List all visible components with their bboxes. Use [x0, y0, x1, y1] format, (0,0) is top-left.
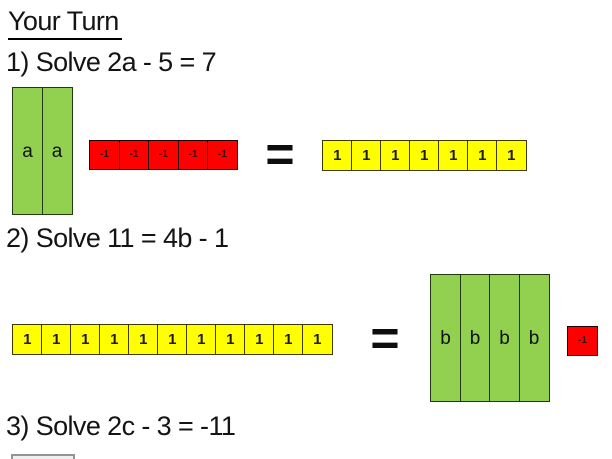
variable-tile-b: b [489, 274, 520, 402]
problem-1-label: 1) Solve 2a - 5 = 7 [6, 47, 217, 77]
problem-2-label: 2) Solve 11 = 4b - 1 [6, 223, 229, 253]
variable-tile-b: b [459, 274, 491, 402]
unit-tile: 1 [70, 324, 101, 355]
negative-tile: -1 [118, 140, 150, 170]
unit-tile: 1 [322, 140, 353, 171]
page-title: Your Turn [8, 6, 122, 40]
equals-sign-2: = [370, 310, 400, 366]
variable-tile-b: b [430, 274, 461, 402]
unit-tile: 1 [12, 324, 43, 355]
unit-tile: 1 [496, 140, 527, 171]
equals-sign-1: = [265, 126, 295, 182]
unit-tile: 1 [302, 324, 333, 355]
problem-2-negative-tiles: -1 [567, 326, 598, 356]
problem-1-negative-tiles: -1-1-1-1-1 [89, 140, 238, 170]
unit-tile: 1 [99, 324, 130, 355]
unit-tile: 1 [467, 140, 498, 171]
partial-tile-cutoff [11, 454, 75, 459]
problem-3-label: 3) Solve 2c - 3 = -11 [6, 411, 236, 441]
unit-tile: 1 [128, 324, 159, 355]
negative-tile: -1 [177, 140, 209, 170]
unit-tile: 1 [41, 324, 72, 355]
variable-tile-b: b [518, 274, 550, 402]
variable-tile-a: a [12, 87, 43, 215]
negative-tile: -1 [567, 326, 598, 356]
unit-tile: 1 [215, 324, 246, 355]
unit-tile: 1 [438, 140, 469, 171]
unit-tile: 1 [186, 324, 217, 355]
unit-tile: 1 [244, 324, 275, 355]
negative-tile: -1 [89, 140, 120, 170]
unit-tile: 1 [157, 324, 188, 355]
unit-tile: 1 [273, 324, 304, 355]
negative-tile: -1 [207, 140, 238, 170]
unit-tile: 1 [380, 140, 411, 171]
unit-tile: 1 [409, 140, 440, 171]
unit-tile: 1 [351, 140, 382, 171]
negative-tile: -1 [148, 140, 179, 170]
variable-tile-a: a [41, 87, 73, 215]
